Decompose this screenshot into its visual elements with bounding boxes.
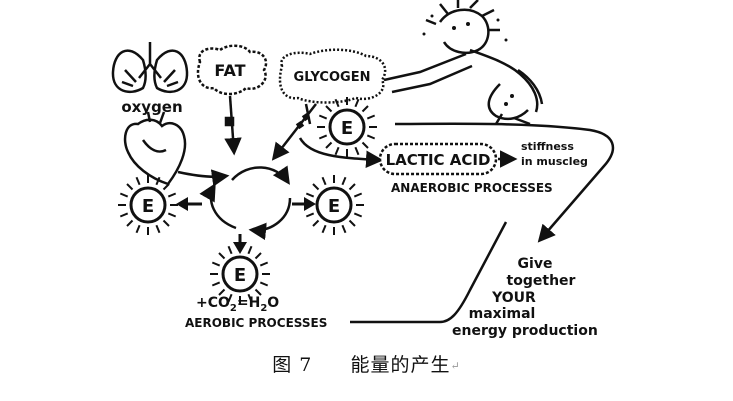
aerobic-title: AEROBIC PROCESSES <box>185 316 327 330</box>
glycogen-to-energy-line <box>304 103 312 125</box>
figure-title: 能量的产生 <box>350 354 451 376</box>
lactic-acid-pill <box>378 142 498 176</box>
together-line1: Give <box>518 256 553 272</box>
aerobic-cycle <box>199 165 292 241</box>
oxygen-label: oxygen <box>121 98 182 116</box>
glycogen-label: GLYCOGEN <box>294 70 371 85</box>
aerobic-products: +CO2=H2O <box>196 295 279 314</box>
runner-illustration <box>383 0 544 126</box>
energy-burst-anaerobic: E <box>315 95 379 159</box>
oxygen-to-cycle-arrow <box>177 169 230 187</box>
anaerobic-title: ANAEROBIC PROCESSES <box>391 181 553 195</box>
fat-label: FAT <box>214 61 245 80</box>
paragraph-mark: ↵ <box>450 359 461 373</box>
figure-caption: 图 7 能量的产生↵ <box>0 350 733 377</box>
energy-symbol: E <box>234 265 246 286</box>
figure-number: 图 7 <box>272 354 313 376</box>
glycogen-blob <box>278 48 387 104</box>
lactic-acid-label: LACTIC ACID <box>386 151 491 169</box>
together-line3: YOUR <box>491 290 536 306</box>
combined-loop-line <box>350 122 615 324</box>
energy-burst-left: E <box>116 173 180 237</box>
fat-to-cycle-marker <box>224 116 235 127</box>
together-line4: maximal <box>469 306 536 322</box>
stiffness-label-line1: stiffness <box>521 140 574 153</box>
energy-symbol: E <box>142 196 154 217</box>
fat-blob <box>196 44 268 96</box>
glycogen-to-cycle-arrow <box>271 103 317 161</box>
energy-symbol: E <box>328 196 340 217</box>
energy-burst-bottom: E <box>208 242 272 306</box>
together-line2: together <box>507 273 576 289</box>
together-line5: energy production <box>452 323 598 339</box>
stiffness-label-line2: in muscleg <box>521 155 588 168</box>
glycogen-to-lactic-arrow <box>298 137 384 169</box>
energy-symbol: E <box>341 118 353 139</box>
lungs-illustration <box>111 42 189 93</box>
heart-illustration <box>123 111 187 186</box>
energy-burst-right: E <box>302 173 366 237</box>
